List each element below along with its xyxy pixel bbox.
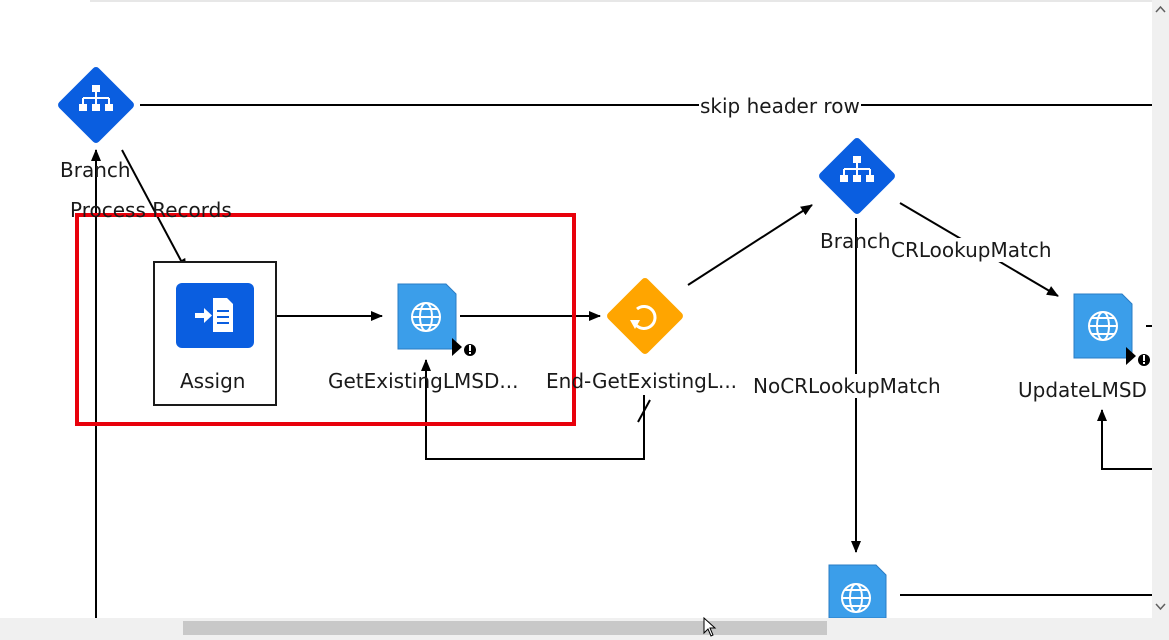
branch-icon xyxy=(840,156,874,182)
loop-icon xyxy=(630,304,657,330)
get-existing-service-node[interactable] xyxy=(397,283,476,356)
assign-node[interactable] xyxy=(153,261,277,406)
branch-node-top[interactable] xyxy=(56,65,135,144)
branch-top-label: Branch xyxy=(60,158,131,182)
warning-badge-icon xyxy=(1126,347,1150,366)
horizontal-scrollbar-thumb[interactable] xyxy=(183,621,827,635)
edge-label-no-cr-lookup-match: NoCRLookupMatch xyxy=(752,374,942,398)
edge-process-records[interactable] xyxy=(121,149,187,271)
end-get-existing-loop-node[interactable] xyxy=(605,276,684,355)
edge-label-cr-lookup-match: CRLookupMatch xyxy=(890,238,1053,262)
assign-icon xyxy=(195,298,233,332)
edge-label-process-records: Process Records xyxy=(70,198,232,222)
selection-rectangle xyxy=(75,213,576,426)
globe-icon xyxy=(411,302,441,332)
assign-label: Assign xyxy=(180,369,246,393)
flow-edges xyxy=(91,104,1152,618)
mouse-cursor-icon xyxy=(703,617,717,637)
warning-badge-icon xyxy=(452,338,476,356)
globe-icon xyxy=(1088,311,1118,341)
scroll-up-icon[interactable] xyxy=(1152,0,1169,618)
bottom-service-node[interactable] xyxy=(828,564,887,619)
branch-right-label: Branch xyxy=(820,229,891,253)
update-label: UpdateLMSD xyxy=(1018,378,1147,402)
branch-node-right[interactable] xyxy=(817,136,896,215)
update-service-node[interactable] xyxy=(1073,293,1150,366)
globe-icon xyxy=(841,583,871,613)
vertical-scrollbar[interactable] xyxy=(1152,0,1169,618)
edge-end-loop-back[interactable] xyxy=(421,359,645,460)
get-existing-label: GetExistingLMSD... xyxy=(328,369,519,393)
branch-icon xyxy=(79,85,113,111)
edge-end-tick xyxy=(637,399,651,423)
end-get-existing-label: End-GetExistingL... xyxy=(546,369,738,393)
edge-end-to-branch[interactable] xyxy=(687,204,813,286)
edge-update-loop[interactable] xyxy=(1097,409,1152,470)
edge-label-skip-header: skip header row xyxy=(699,94,861,118)
scrollbar-corner xyxy=(1152,618,1169,640)
